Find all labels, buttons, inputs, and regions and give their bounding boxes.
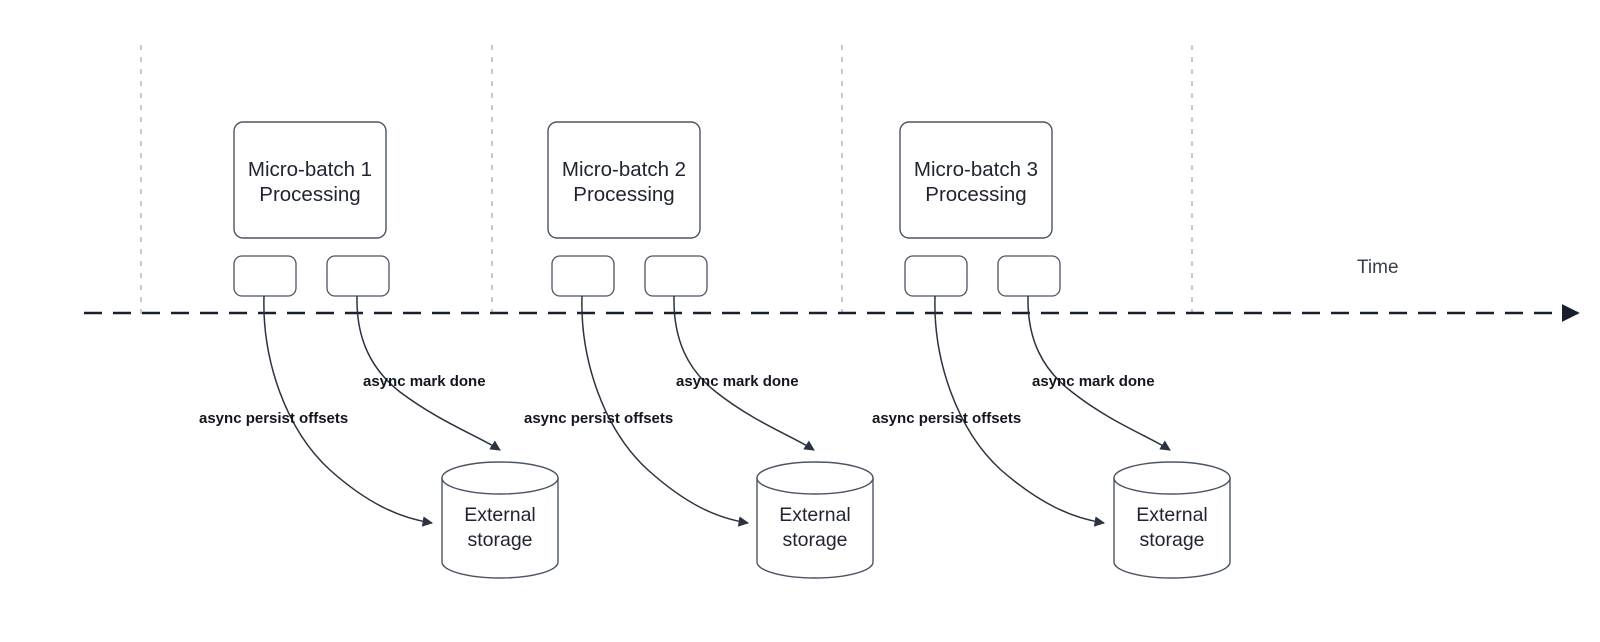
micro-batch-title: Micro-batch 2 [562, 158, 686, 181]
task-box-a[interactable] [904, 255, 968, 297]
async-mark-done-label: async mark done [363, 373, 486, 390]
async-persist-offsets-arrow [934, 295, 1106, 527]
async-mark-done-arrow [673, 295, 815, 451]
external-storage-cylinder[interactable]: External storage [1113, 461, 1231, 579]
task-box-b[interactable] [997, 255, 1061, 297]
micro-batch-box-rect[interactable] [547, 121, 701, 239]
async-mark-done-arrow [1027, 295, 1171, 451]
task-box-a[interactable] [551, 255, 615, 297]
async-persist-offsets-arrow [581, 295, 750, 527]
micro-batch-box-rect[interactable] [899, 121, 1053, 239]
async-persist-offsets-label: async persist offsets [872, 410, 1021, 427]
storage-label-line1: External [779, 504, 851, 526]
async-mark-done-arrow [356, 295, 501, 451]
micro-batch-title: Micro-batch 1 [248, 158, 372, 181]
task-box-b[interactable] [644, 255, 708, 297]
cylinder-body[interactable] [756, 477, 874, 579]
storage-label-line2: storage [782, 529, 847, 551]
cylinder-top[interactable] [441, 461, 559, 495]
async-persist-offsets-arrow [263, 295, 434, 527]
external-storage-cylinder[interactable]: External storage [756, 461, 874, 579]
micro-batch-title: Micro-batch 3 [914, 158, 1038, 181]
storage-label-line1: External [1136, 504, 1208, 526]
async-mark-done-label: async mark done [676, 373, 799, 390]
storage-label-line2: storage [467, 529, 532, 551]
time-axis-label: Time [1357, 257, 1399, 278]
task-box-b[interactable] [326, 255, 390, 297]
micro-batch-box-rect[interactable] [233, 121, 387, 239]
async-mark-done-label: async mark done [1032, 373, 1155, 390]
micro-batch-subtitle: Processing [259, 183, 360, 206]
cylinder-top[interactable] [756, 461, 874, 495]
micro-batch-subtitle: Processing [925, 183, 1026, 206]
timeline-dividers [140, 45, 1193, 318]
task-box-a[interactable] [233, 255, 297, 297]
storage-label-line1: External [464, 504, 536, 526]
storage-label-line2: storage [1139, 529, 1204, 551]
async-persist-offsets-label: async persist offsets [199, 410, 348, 427]
async-persist-offsets-label: async persist offsets [524, 410, 673, 427]
cylinder-body[interactable] [441, 477, 559, 579]
cylinder-body[interactable] [1113, 477, 1231, 579]
micro-batch-subtitle: Processing [573, 183, 674, 206]
cylinder-top[interactable] [1113, 461, 1231, 495]
external-storage-cylinder[interactable]: External storage [441, 461, 559, 579]
